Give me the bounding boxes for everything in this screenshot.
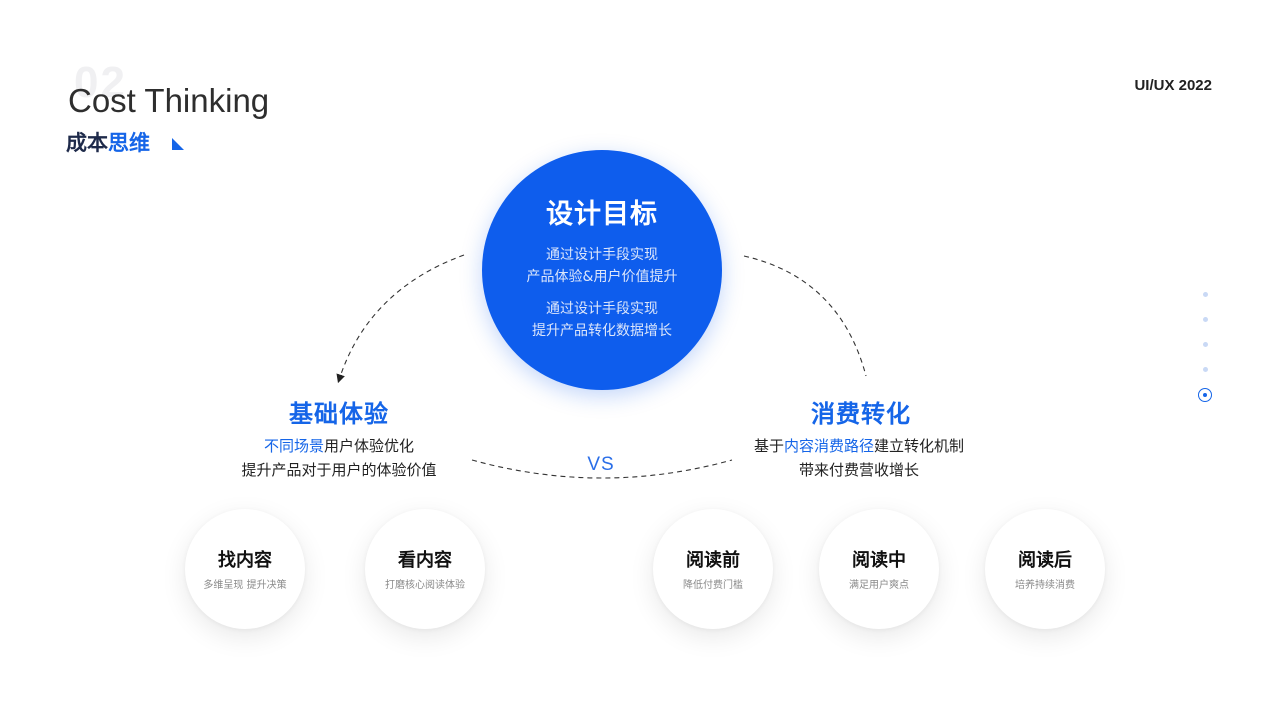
basic-experience-line2: 提升产品对于用户的体验价值 <box>241 461 437 479</box>
conversion-highlight: 内容消费路径 <box>783 437 874 455</box>
stage-subtitle: 培养持续消费 <box>1015 580 1075 591</box>
pager-dot[interactable] <box>1203 317 1208 322</box>
stage-find-content: 找内容 多维呈现 提升决策 <box>185 509 305 629</box>
conversion-desc: 基于内容消费路径建立转化机制 带来付费营收增长 <box>709 434 1009 482</box>
stage-subtitle: 降低付费门槛 <box>683 580 743 591</box>
stage-before-reading: 阅读前 降低付费门槛 <box>653 509 773 629</box>
bottom-arc <box>471 459 733 479</box>
stage-subtitle: 打磨核心阅读体验 <box>385 580 465 591</box>
stage-view-content: 看内容 打磨核心阅读体验 <box>365 509 485 629</box>
stage-title: 阅读中 <box>852 550 906 571</box>
page-subtitle: 成本思维 <box>66 127 150 157</box>
header-tag: UI/UX 2022 <box>1134 77 1212 94</box>
goal-line: 提升产品转化数据增长 <box>532 323 672 339</box>
vs-label: VS <box>587 454 615 475</box>
stage-during-reading: 阅读中 满足用户爽点 <box>819 509 939 629</box>
conversion-line2: 带来付费营收增长 <box>798 461 919 479</box>
conversion-text-post: 建立转化机制 <box>874 437 965 455</box>
goal-line: 通过设计手段实现 <box>546 247 658 263</box>
pager-dot[interactable] <box>1203 292 1208 297</box>
goal-line: 通过设计手段实现 <box>546 301 658 317</box>
pager-dot[interactable] <box>1203 342 1208 347</box>
stage-title: 找内容 <box>218 550 272 571</box>
stage-title: 看内容 <box>398 550 452 571</box>
subtitle-part1: 成本 <box>66 131 108 155</box>
left-arc-arrow <box>336 254 465 384</box>
stage-after-reading: 阅读后 培养持续消费 <box>985 509 1105 629</box>
goal-title: 设计目标 <box>546 199 658 230</box>
design-goal-circle: 设计目标 通过设计手段实现 产品体验&用户价值提升 通过设计手段实现 提升产品转… <box>482 150 722 390</box>
section-number: 02 <box>74 58 127 107</box>
triangle-marker-icon <box>172 138 184 150</box>
pager-dot[interactable] <box>1203 367 1208 372</box>
basic-experience-text: 用户体验优化 <box>324 437 415 455</box>
stage-title: 阅读后 <box>1018 550 1072 571</box>
basic-experience-title: 基础体验 <box>289 400 389 428</box>
conversion-text-pre: 基于 <box>753 437 784 455</box>
conversion-line1: 基于内容消费路径建立转化机制 <box>709 434 1009 458</box>
subtitle-part2: 思维 <box>108 131 150 155</box>
right-arc <box>743 255 867 377</box>
basic-experience-highlight: 不同场景 <box>263 437 324 455</box>
stage-subtitle: 多维呈现 提升决策 <box>203 580 287 591</box>
conversion-title: 消费转化 <box>811 400 911 428</box>
goal-line: 产品体验&用户价值提升 <box>526 269 678 285</box>
basic-experience-desc: 不同场景用户体验优化 提升产品对于用户的体验价值 <box>189 434 489 482</box>
stage-subtitle: 满足用户爽点 <box>849 580 909 591</box>
stage-title: 阅读前 <box>686 550 740 571</box>
page-title: Cost Thinking <box>68 82 270 119</box>
pager-dot-active-icon[interactable] <box>1198 388 1212 402</box>
basic-experience-line1: 不同场景用户体验优化 <box>189 434 489 458</box>
